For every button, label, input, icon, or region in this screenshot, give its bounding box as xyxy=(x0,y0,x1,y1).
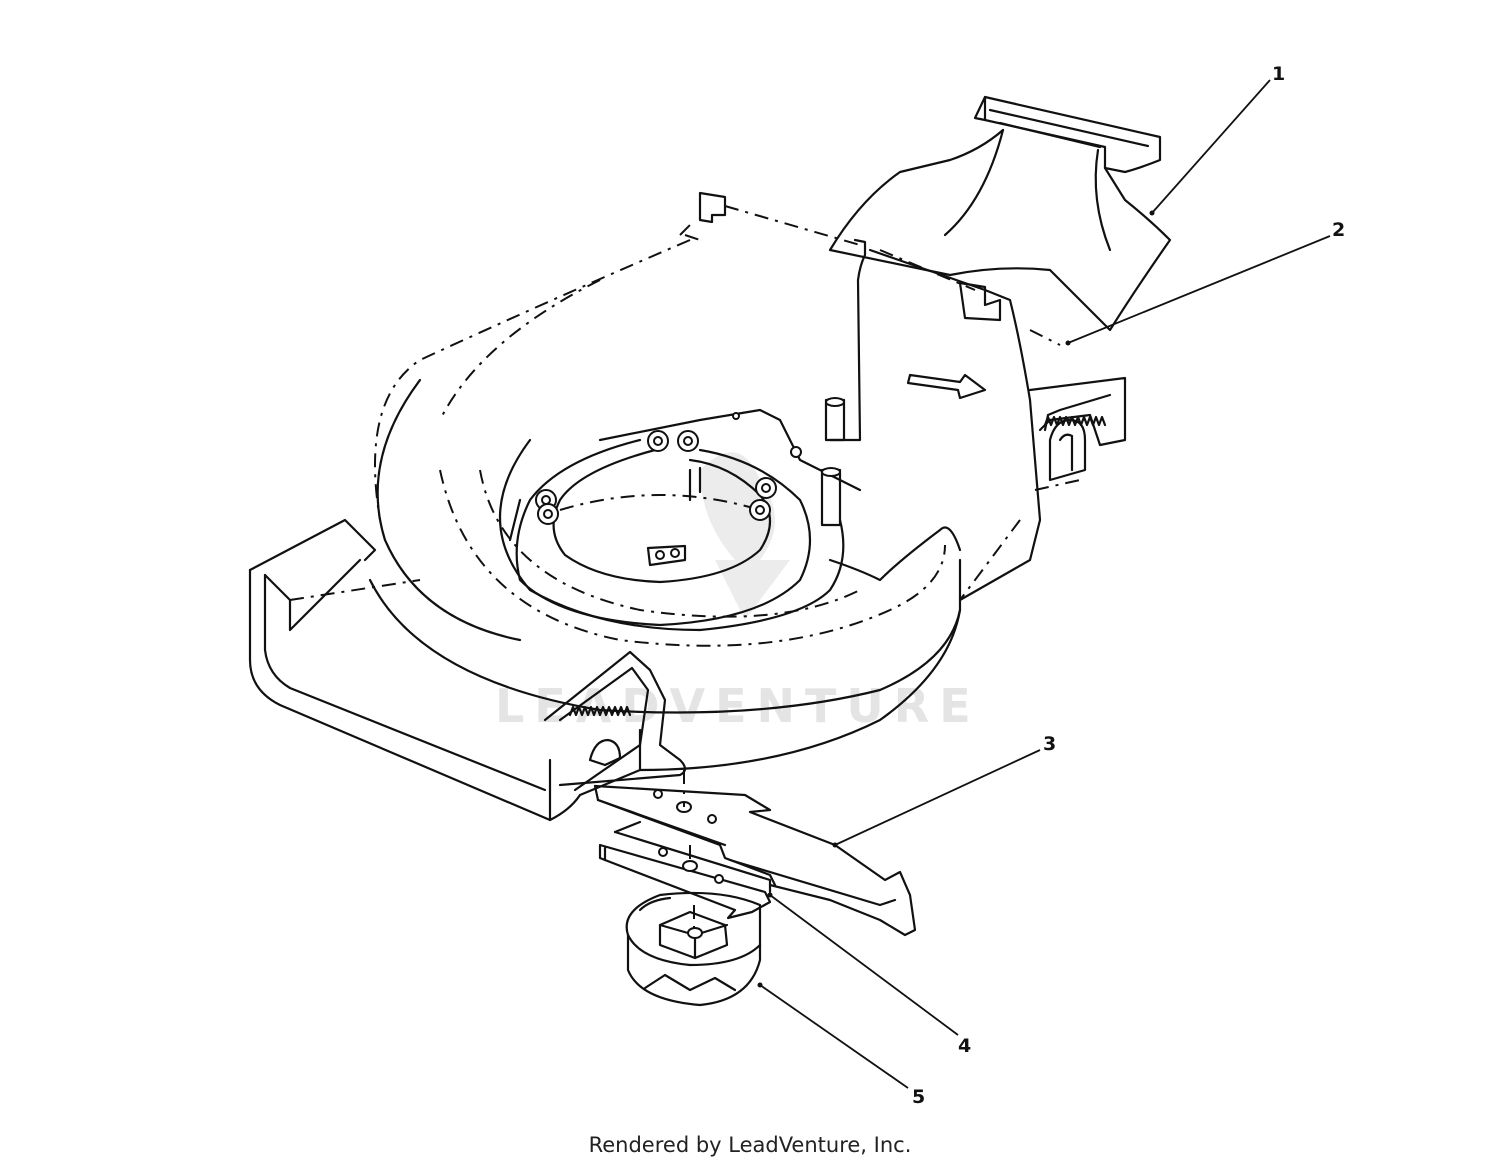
part-3-blade xyxy=(593,770,917,937)
leader-line-1 xyxy=(1151,79,1271,214)
leader-line-2 xyxy=(1067,235,1331,344)
callout-5: 5 xyxy=(912,1086,925,1108)
watermark: LEADVENTURE xyxy=(495,452,981,733)
callout-1: 1 xyxy=(1272,63,1285,85)
leader-lines xyxy=(757,79,1331,1089)
footer-credit: Rendered by LeadVenture, Inc. xyxy=(588,1133,912,1157)
leader-line-3 xyxy=(834,749,1041,846)
callout-2: 2 xyxy=(1332,219,1345,241)
part-2-mower-deck xyxy=(248,191,1127,822)
watermark-text: LEADVENTURE xyxy=(495,679,981,733)
part-1-discharge-adapter xyxy=(828,95,1172,332)
callout-3: 3 xyxy=(1043,733,1056,755)
callout-labels: 1 2 3 4 5 xyxy=(912,63,1345,1108)
part-4-blade-stiffener xyxy=(598,820,772,920)
callout-4: 4 xyxy=(958,1035,971,1057)
part-5-blade-adapter xyxy=(625,891,762,1007)
watermark-logo-icon xyxy=(700,452,790,620)
leader-line-4 xyxy=(769,894,959,1036)
leader-line-5 xyxy=(759,984,909,1089)
